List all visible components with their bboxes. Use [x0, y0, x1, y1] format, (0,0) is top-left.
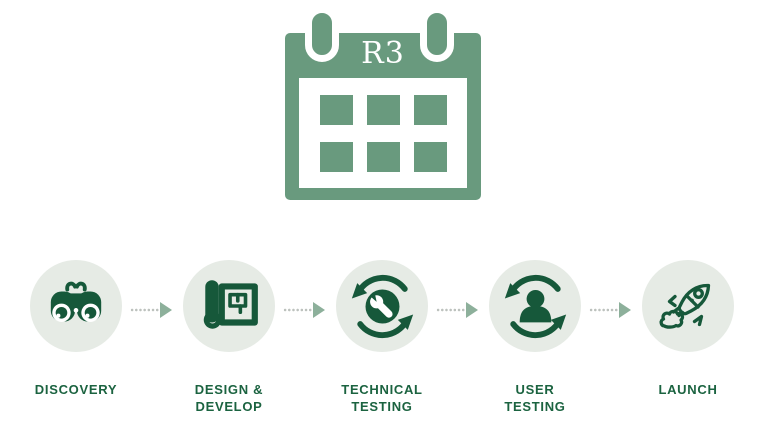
step-bubble-launch [642, 260, 734, 352]
calendar-grid-cell [366, 141, 400, 172]
dotted-arrow-connector [436, 301, 480, 319]
dotted-arrow-connector [130, 301, 174, 319]
step-label-design-develop: DESIGN & DEVELOP [154, 381, 304, 415]
calendar-ring-left [305, 6, 339, 62]
step-label-line: DEVELOP [195, 399, 263, 414]
calendar-grid-cell [319, 141, 353, 172]
step-label-line: TESTING [351, 399, 413, 414]
connector-dots [283, 308, 313, 312]
dotted-arrow-connector [283, 301, 327, 319]
calendar-grid-cell [319, 94, 353, 125]
binoculars-icon [50, 281, 102, 322]
step-bubble-design-develop [183, 260, 275, 352]
calendar-grid-cell [413, 141, 447, 172]
user-refresh-icon [504, 274, 566, 338]
step-bubble-discovery [30, 260, 122, 352]
wrench-refresh-icon [351, 274, 413, 338]
connector-dots [589, 308, 619, 312]
connector-arrowhead-icon [619, 302, 631, 318]
step-label-line: TECHNICAL [341, 382, 423, 397]
connector-dots [130, 308, 160, 312]
step-label-line: DISCOVERY [34, 382, 118, 397]
connector-arrowhead-icon [466, 302, 478, 318]
dotted-arrow-connector [589, 301, 633, 319]
calendar-ring-right [420, 6, 454, 62]
step-bubble-user-testing [489, 260, 581, 352]
step-label-line: USER [515, 382, 555, 397]
calendar-release-label: R3 [361, 36, 405, 71]
connector-arrowhead-icon [313, 302, 325, 318]
step-label-line: LAUNCH [658, 382, 718, 397]
step-label-technical-testing: TECHNICAL TESTING [307, 381, 457, 415]
connector-dots [436, 308, 466, 312]
step-label-line: DESIGN & [194, 382, 264, 397]
step-label-line: TESTING [504, 399, 566, 414]
step-label-launch: LAUNCH [613, 381, 763, 398]
connector-arrowhead-icon [160, 302, 172, 318]
step-label-user-testing: USER TESTING [460, 381, 610, 415]
calendar-grid-cell [413, 94, 447, 125]
blueprint-icon [203, 280, 258, 329]
calendar-grid-cell [366, 94, 400, 125]
rocket-icon [659, 283, 711, 329]
calendar-body [285, 33, 481, 200]
calendar-grid [299, 78, 467, 188]
step-bubble-technical-testing [336, 260, 428, 352]
step-label-discovery: DISCOVERY [1, 381, 151, 398]
